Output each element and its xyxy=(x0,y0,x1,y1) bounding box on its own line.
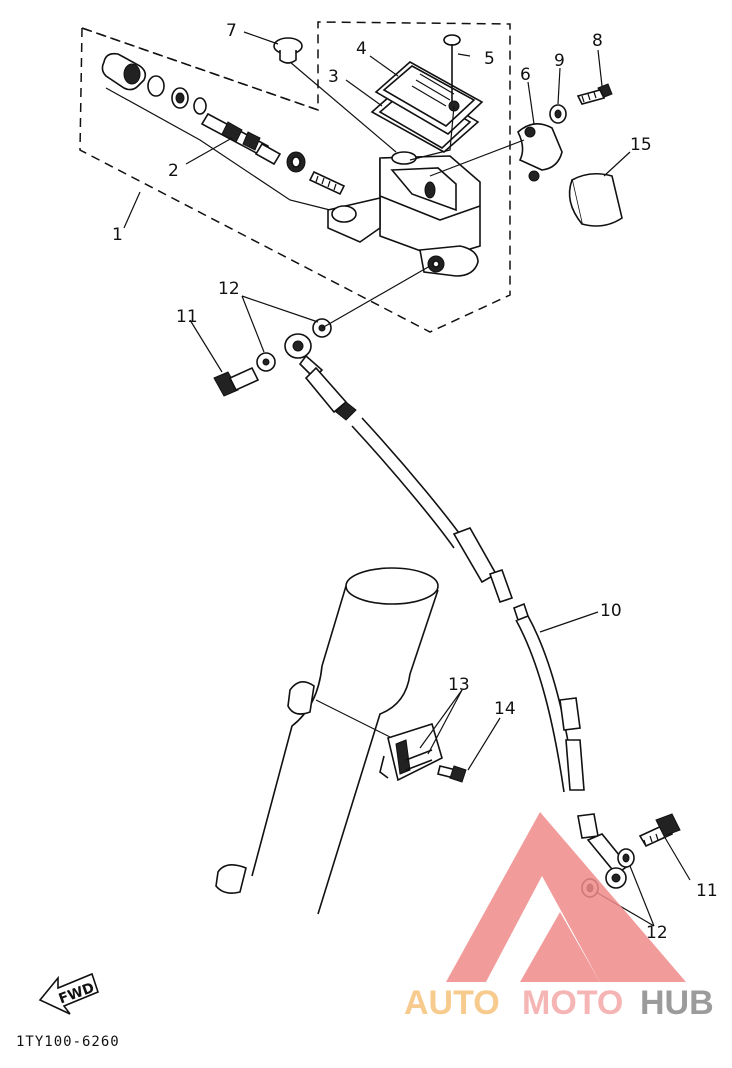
reservoir-cap-set xyxy=(370,34,484,161)
leader-lines xyxy=(123,31,691,927)
gasket-upper-12 xyxy=(256,265,431,372)
drawing-code: 1TY100-6260 xyxy=(16,1034,120,1050)
callout-12-upper: 12 xyxy=(218,279,240,299)
callout-4: 4 xyxy=(356,39,367,59)
cover-part-15 xyxy=(568,172,623,227)
watermark-triangle-logo xyxy=(446,812,686,982)
clamp-part-6 xyxy=(429,123,563,182)
callout-5: 5 xyxy=(484,49,495,69)
callout-2: 2 xyxy=(168,161,179,181)
watermark-text-hub: HUB xyxy=(640,984,714,1022)
bolt-part-14 xyxy=(437,765,467,783)
washer-part-9 xyxy=(549,104,567,124)
union-bolt-lower-11 xyxy=(638,813,681,848)
callout-10: 10 xyxy=(600,601,622,621)
master-cylinder-body xyxy=(327,151,481,277)
callout-7: 7 xyxy=(226,21,237,41)
callout-1: 1 xyxy=(112,225,123,245)
callout-11-lower: 11 xyxy=(696,881,718,901)
callout-15: 15 xyxy=(630,135,652,155)
callout-9: 9 xyxy=(554,51,565,71)
watermark-text-moto: MOTO xyxy=(522,984,623,1022)
callout-8: 8 xyxy=(592,31,603,51)
hose-holder-part-13 xyxy=(379,722,443,782)
callout-14: 14 xyxy=(494,699,516,719)
callout-13: 13 xyxy=(448,675,470,695)
callout-6: 6 xyxy=(520,65,531,85)
callout-12-lower: 12 xyxy=(646,923,668,943)
bolt-part-8 xyxy=(576,83,613,105)
union-bolt-upper-11 xyxy=(213,366,260,397)
brand-watermark: AUTO MOTO HUB xyxy=(404,812,714,1022)
assembly-outline-1 xyxy=(79,21,511,333)
callout-3: 3 xyxy=(328,67,339,87)
watermark-text-auto: AUTO xyxy=(404,984,500,1022)
callout-11-upper: 11 xyxy=(176,307,198,327)
callout-labels: 7 4 3 5 6 9 8 15 2 1 12 11 10 13 14 11 1… xyxy=(112,21,718,943)
brake-hose-part-10 xyxy=(284,333,630,889)
plug-part-7 xyxy=(273,37,397,153)
fwd-arrow: FWD xyxy=(38,972,99,1015)
piston-kit xyxy=(101,52,346,211)
front-fork-outline xyxy=(215,567,439,915)
